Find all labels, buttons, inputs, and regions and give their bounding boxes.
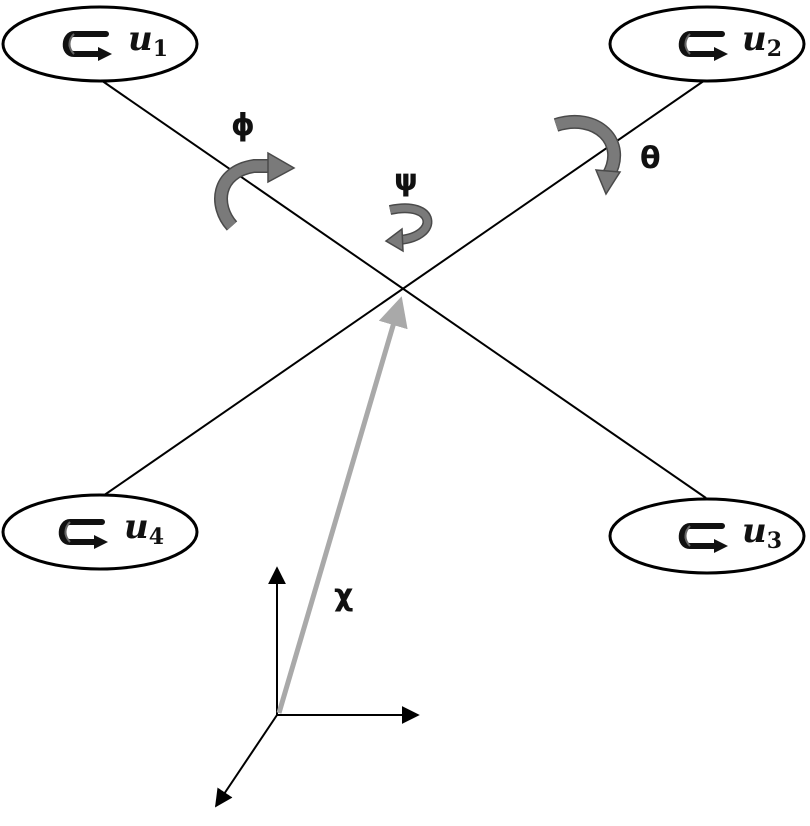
roll-angle-label: ϕ — [231, 108, 255, 143]
rotor-u2-base: u — [742, 19, 767, 59]
rotor-u1: u1 — [1, 5, 199, 83]
rotor-u2-subscript: 2 — [767, 36, 782, 62]
rotor-spin-icon — [62, 31, 112, 61]
rotor-spin-icon — [678, 31, 728, 61]
depth-axis — [214, 714, 278, 808]
rotor-u1-subscript: 1 — [153, 36, 168, 62]
rotor-u2: u2 — [608, 5, 806, 83]
svg-text:u1: u1 — [128, 19, 168, 62]
rotor-u1-ellipse — [1, 5, 199, 83]
rotor-u3: u3 — [608, 497, 806, 575]
roll-rotation-arrow-icon — [214, 151, 296, 231]
position-vector-arrow — [276, 296, 408, 714]
rotor-u3-ellipse — [608, 497, 806, 575]
rotor-u4-base: u — [124, 507, 149, 547]
rotor-u4: u4 — [1, 493, 199, 571]
pitch-rotation-arrow-icon — [553, 114, 622, 196]
rotor-u3-base: u — [742, 511, 767, 551]
svg-text:u4: u4 — [124, 507, 164, 550]
rotor-spin-icon — [58, 519, 108, 549]
inertial-frame-axes — [214, 566, 420, 808]
svg-text:u2: u2 — [742, 19, 782, 62]
rotor-u4-ellipse — [1, 493, 199, 571]
yaw-rotation-arrow-icon — [384, 203, 433, 253]
rotor-u1-base: u — [128, 19, 153, 59]
rotor-u3-subscript: 3 — [767, 528, 782, 554]
svg-text:u3: u3 — [742, 511, 782, 554]
position-vector-label: χ — [334, 578, 353, 613]
rotor-spin-icon — [678, 523, 728, 553]
rotor-u4-subscript: 4 — [149, 524, 164, 550]
yaw-angle-label: ψ — [394, 163, 418, 198]
arm-u1-u3 — [97, 77, 707, 499]
pitch-angle-label: θ — [640, 141, 661, 176]
rotor-u2-ellipse — [608, 5, 806, 83]
